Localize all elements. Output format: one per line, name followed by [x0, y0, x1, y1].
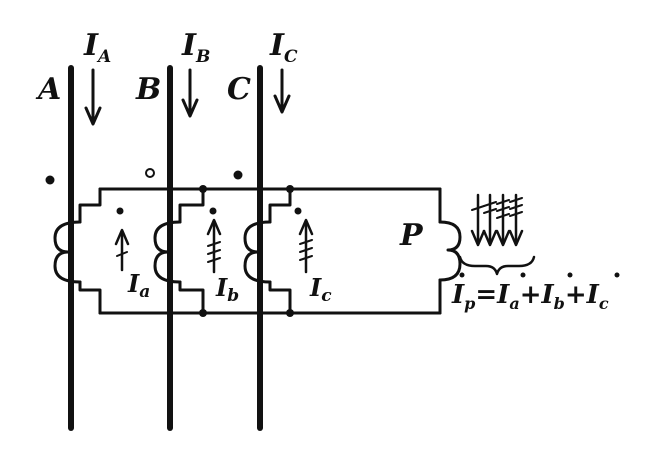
equation-text: Ip=Ia+Ib+Ic — [451, 280, 609, 313]
arrow-down-icon — [508, 193, 524, 247]
current-label-IC: IC — [269, 28, 298, 67]
coil-c-icon — [243, 220, 272, 284]
current-label-IB: IB — [181, 28, 210, 67]
ct-c-secondary — [243, 187, 292, 315]
phasor-dot — [567, 272, 573, 278]
ct-a-secondary — [53, 187, 102, 315]
polarity-dot-a — [116, 207, 124, 215]
ct-b-secondary — [153, 187, 205, 315]
arrow-down-icon — [273, 68, 291, 114]
arrow-up-icon — [298, 218, 314, 274]
arrow-down-icon — [181, 68, 199, 118]
polarity-dot-b — [209, 207, 217, 215]
relay-label: P — [399, 218, 424, 253]
polarity-dot-A — [45, 175, 55, 185]
phase-label-A: A — [35, 72, 61, 107]
brace-icon — [458, 255, 536, 276]
arrow-down-icon — [84, 68, 102, 126]
sum-equation: Ip=Ia+Ib+Ic — [451, 272, 620, 313]
polarity-dot-c — [294, 207, 302, 215]
relay-coil-icon — [438, 220, 462, 282]
arrow-down-icon — [495, 193, 511, 247]
arrow-down-icon — [482, 193, 498, 247]
secondary-current-arrows — [114, 218, 314, 274]
secondary-current-labels: Ia Ib Ic — [127, 269, 332, 306]
primary-conductors — [68, 65, 263, 431]
phasor-dot — [520, 272, 526, 278]
current-label-IA: IA — [83, 28, 111, 67]
polarity-dot-C — [233, 170, 243, 180]
phase-label-B: B — [135, 72, 161, 107]
phasor-dot — [459, 272, 465, 278]
polarity-dot-B — [145, 168, 155, 178]
coil-b-icon — [153, 220, 182, 284]
relay-current-arrows — [470, 193, 524, 247]
current-label-Ic: Ic — [309, 273, 332, 306]
coil-a-icon — [53, 220, 82, 284]
arrow-up-icon — [114, 228, 130, 272]
current-label-Ib: Ib — [215, 273, 239, 306]
relay-p: P — [399, 187, 462, 315]
arrow-down-icon — [470, 193, 486, 247]
polarity-markers — [45, 168, 302, 215]
arrow-up-icon — [206, 218, 222, 274]
phase-labels: A B C — [35, 72, 251, 107]
primary-current-labels: IA IB IC — [83, 28, 298, 67]
phasor-dot — [614, 272, 620, 278]
primary-current-arrows — [84, 68, 291, 126]
phase-label-C: C — [227, 72, 251, 107]
current-label-Ia: Ia — [127, 269, 150, 302]
